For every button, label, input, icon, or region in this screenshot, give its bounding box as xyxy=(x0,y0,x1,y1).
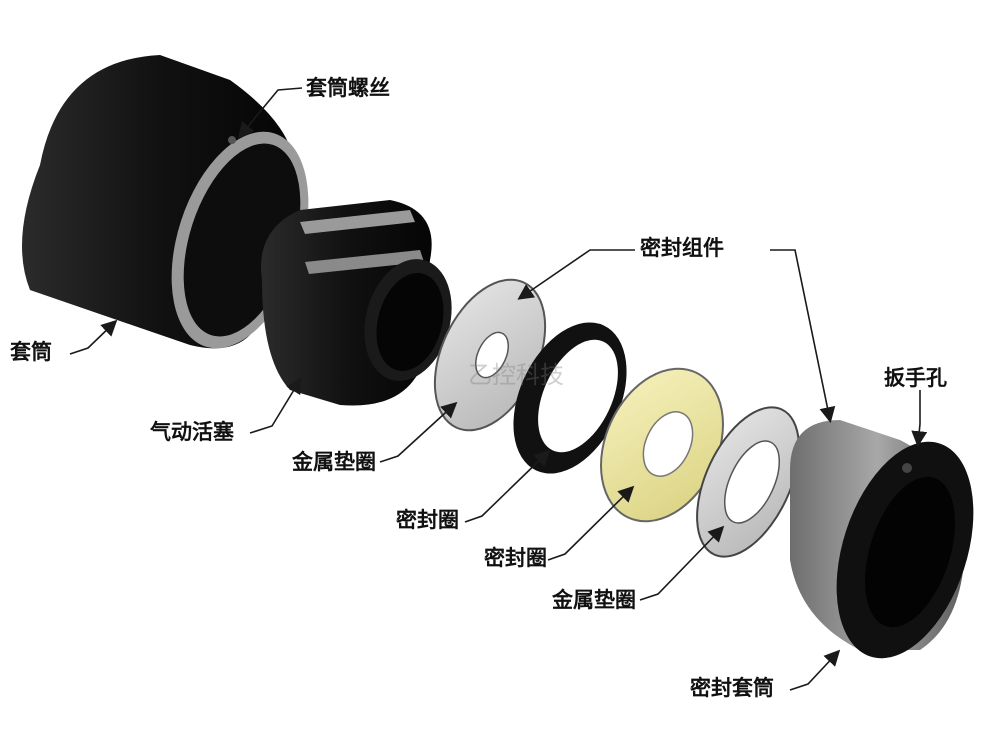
metal-washer-1-part xyxy=(433,278,547,432)
seal-sleeve-part xyxy=(790,420,974,659)
watermark-text: 乙控科技 xyxy=(468,361,564,389)
label-metal-washer-1: 金属垫圈 xyxy=(292,450,376,474)
label-seal-ring-2: 密封圈 xyxy=(484,546,547,570)
label-seal-assembly: 密封组件 xyxy=(640,236,724,260)
label-seal-ring-1: 密封圈 xyxy=(396,508,459,532)
seal-ring-1-part xyxy=(513,322,627,474)
label-sleeve-thread: 套筒螺丝 xyxy=(306,76,390,100)
label-metal-washer-2: 金属垫圈 xyxy=(552,588,636,612)
label-wrench-hole: 扳手孔 xyxy=(884,366,947,390)
label-seal-sleeve: 密封套筒 xyxy=(690,676,774,700)
label-sleeve: 套筒 xyxy=(10,340,52,364)
piston-part xyxy=(261,200,452,406)
leader-lines xyxy=(69,87,928,691)
label-pneumatic-piston: 气动活塞 xyxy=(150,420,234,444)
metal-washer-2-part xyxy=(696,406,800,558)
seal-ring-2-part xyxy=(600,367,724,523)
